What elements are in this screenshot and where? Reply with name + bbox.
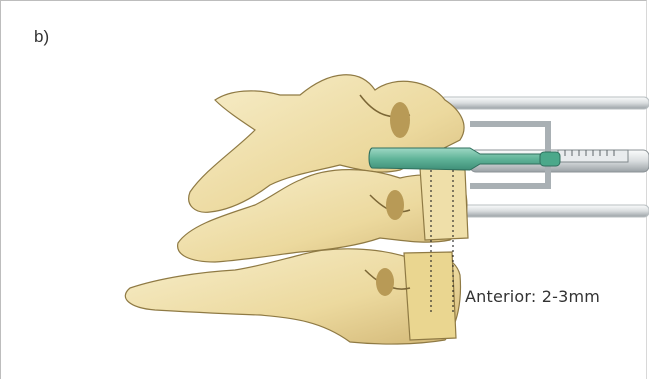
measurement-annotation: Anterior: 2-3mm (465, 287, 600, 306)
cervical-vertebrae-illustration (125, 75, 468, 344)
